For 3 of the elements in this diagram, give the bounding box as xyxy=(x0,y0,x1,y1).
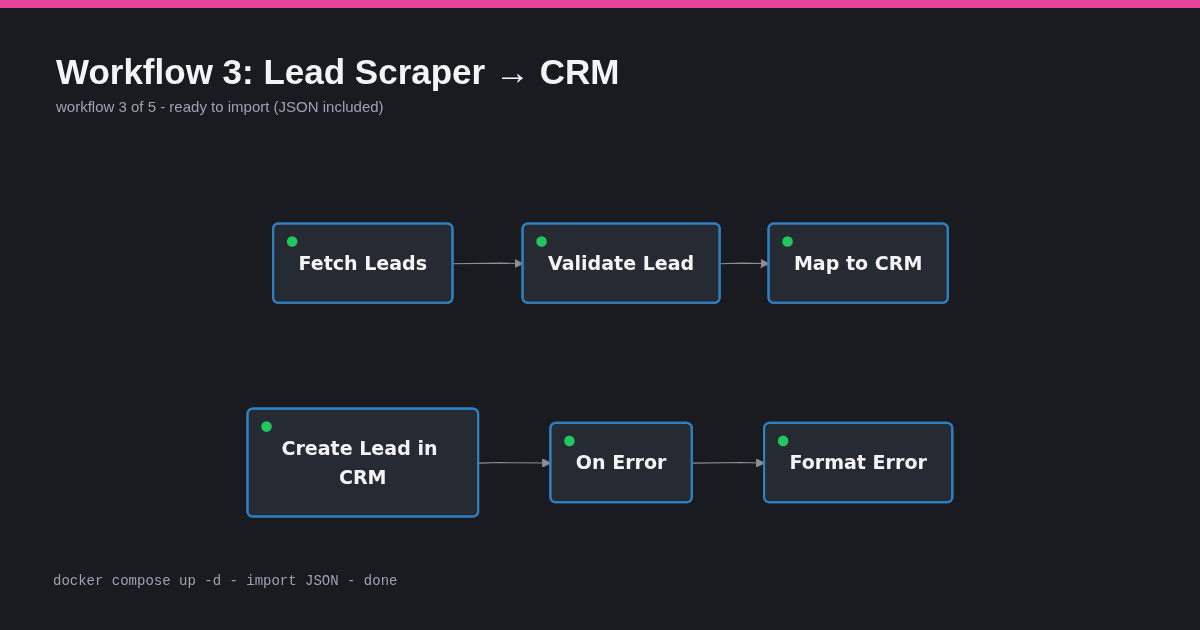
subtitle: workflow 3 of 5 - ready to import (JSON included) xyxy=(56,98,384,115)
title: Workflow 3: Lead Scraper → CRM xyxy=(56,52,620,92)
caption: docker compose up -d - import JSON - done xyxy=(53,573,398,589)
